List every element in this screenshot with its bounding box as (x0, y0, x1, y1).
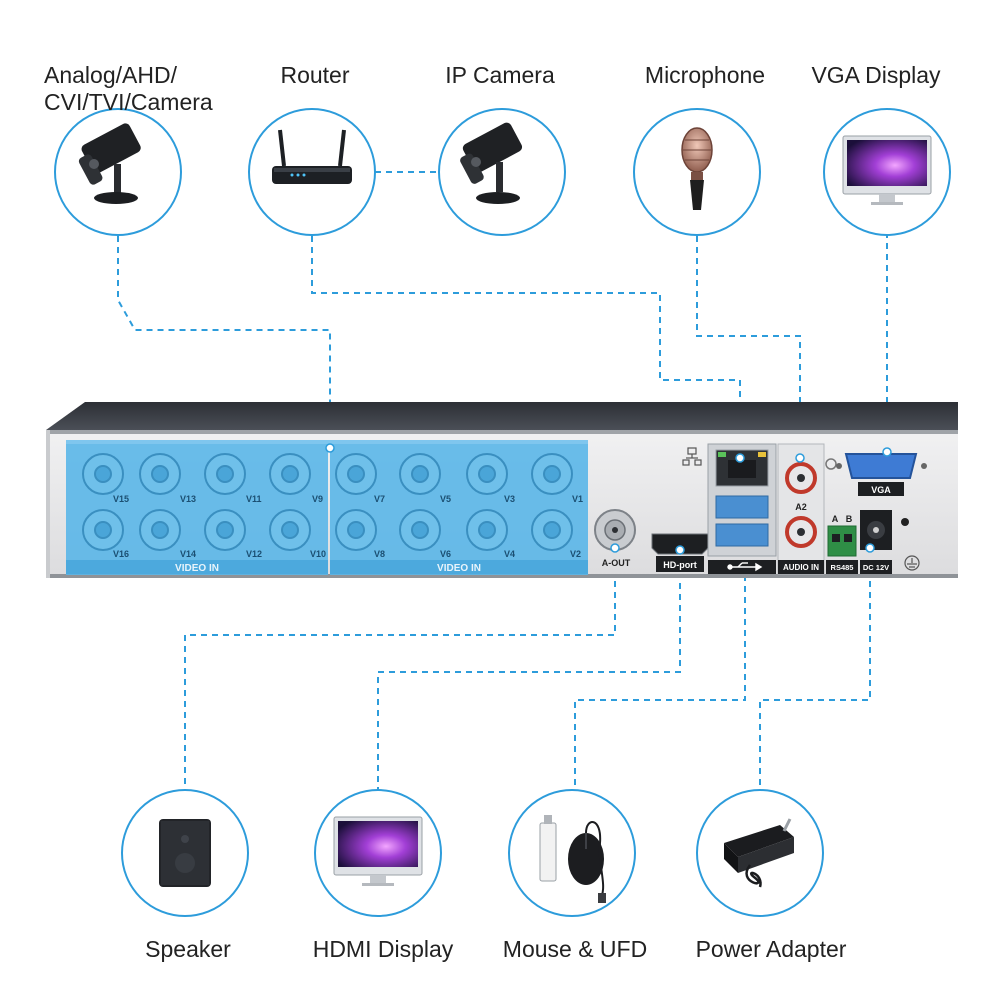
speaker-icon (159, 819, 211, 887)
connector-lines (117, 171, 888, 810)
bnc-label-v2: V2 (570, 549, 581, 559)
device-label-analog-camera: Analog/AHD/ CVI/TVI/Camera (44, 62, 213, 115)
bnc-label-v9: V9 (312, 494, 323, 504)
microphone-icon (681, 127, 713, 210)
bnc-label-v8: V8 (374, 549, 385, 559)
power-port (860, 510, 909, 574)
audio-out-port (594, 509, 636, 551)
device-label-ip-camera: IP Camera (445, 62, 555, 88)
network-icon (682, 447, 702, 466)
video-in-label-left: VIDEO IN (175, 563, 219, 574)
analog-camera-icon (78, 123, 141, 204)
microphone-connector (696, 236, 801, 458)
hdmi-monitor-icon (333, 816, 423, 886)
audio-out-label: A-OUT (602, 558, 631, 568)
power-adapter-icon (724, 818, 794, 888)
bnc-label-v5: V5 (440, 494, 451, 504)
ip-camera-icon (460, 122, 523, 204)
power-connector (759, 548, 871, 800)
device-label-vga-display: VGA Display (811, 62, 941, 88)
vga-port (836, 453, 927, 496)
audio-in-label: AUDIO IN (783, 563, 819, 572)
device-label-power-adapter: Power Adapter (695, 936, 847, 962)
rs485-a-label: A (832, 514, 839, 524)
dvr-top-face (46, 402, 958, 430)
bnc-label-v14: V14 (180, 549, 196, 559)
usb-connector (574, 575, 746, 790)
bnc-label-v4: V4 (504, 549, 515, 559)
audio-in-block (777, 443, 837, 575)
bnc-label-v16: V16 (113, 549, 129, 559)
usb-port-1 (715, 495, 769, 519)
analog-camera-connector (117, 236, 331, 448)
rs485-port (826, 525, 858, 574)
lan-usb-block (707, 443, 777, 574)
video-in-label-right: VIDEO IN (437, 563, 481, 574)
bnc-label-v7: V7 (374, 494, 385, 504)
hdmi-label: HD-port (663, 560, 697, 570)
vga-monitor-icon (842, 135, 932, 205)
usb-port-2 (715, 523, 769, 547)
device-label-speaker: Speaker (145, 936, 231, 962)
device-label-hdmi-display: HDMI Display (312, 936, 454, 962)
router-icon (272, 129, 352, 184)
hdmi-connector (377, 550, 681, 798)
bnc-label-v10: V10 (310, 549, 326, 559)
bnc-label-v3: V3 (504, 494, 515, 504)
bnc-label-v11: V11 (246, 494, 262, 504)
bnc-label-v1: V1 (572, 494, 583, 504)
speaker-connector (184, 548, 616, 810)
device-label-router: Router (280, 62, 350, 88)
bnc-label-v12: V12 (246, 549, 262, 559)
device-label-microphone: Microphone (644, 62, 766, 88)
hdmi-port (651, 533, 709, 572)
vga-label: VGA (871, 485, 891, 495)
rs485-b-label: B (846, 514, 853, 524)
rs485-label: RS485 (831, 563, 854, 572)
bnc-connectors (82, 453, 573, 551)
mouse-usb-icon (539, 815, 606, 903)
bnc-label-v15: V15 (113, 494, 129, 504)
bnc-label-v13: V13 (180, 494, 196, 504)
power-label: DC 12V (863, 563, 889, 572)
audio-a2-label: A2 (795, 502, 807, 512)
bnc-label-v6: V6 (440, 549, 451, 559)
usb-icon (727, 562, 763, 572)
router-connector (311, 236, 741, 458)
device-label-mouse-ufd: Mouse & UFD (502, 936, 648, 962)
ground-icon (904, 555, 920, 571)
